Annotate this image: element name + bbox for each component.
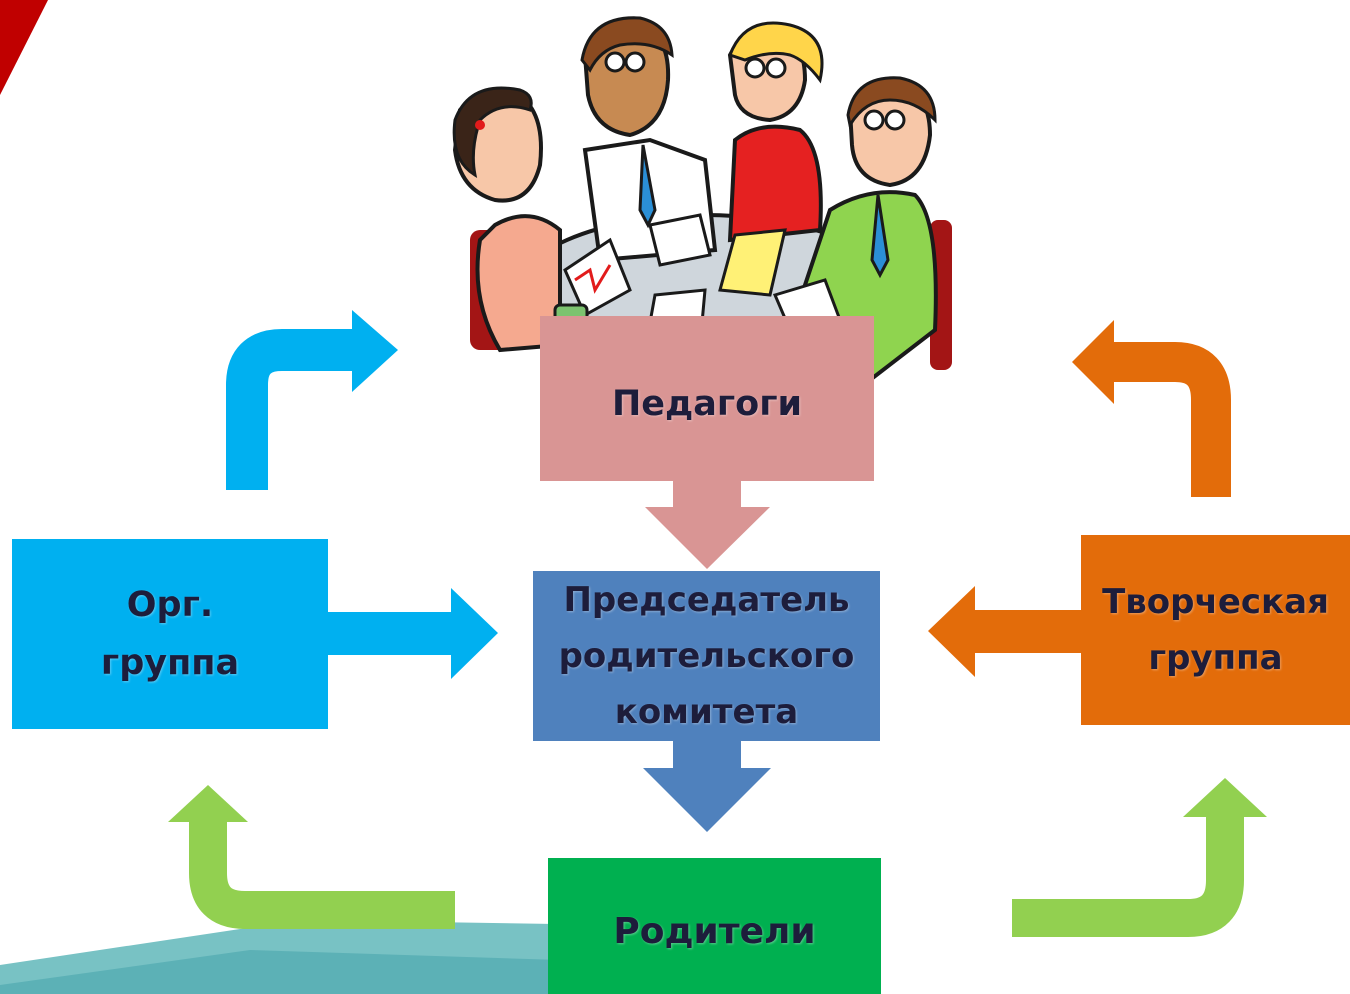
green-right-bent-arrow	[1012, 778, 1267, 937]
green-left-bent-arrow	[168, 785, 455, 929]
org-box-bg	[12, 539, 328, 729]
node-chair: Председатель родительского комитета	[533, 571, 880, 741]
orange-bent-arrow	[1072, 320, 1231, 497]
chair-box-bg	[533, 571, 880, 741]
creative-box-bg	[1081, 535, 1350, 725]
node-creative-line-1: Творческая	[1102, 582, 1329, 622]
node-chair-line-3: комитета	[614, 692, 799, 732]
creative-left-arrow	[928, 586, 1081, 677]
node-org-line-1: Орг.	[126, 585, 214, 625]
parents-box-bg	[548, 858, 881, 994]
node-chair-line-2: родительского	[558, 636, 855, 676]
teachers-down-arrow	[645, 481, 770, 569]
org-right-arrow	[328, 588, 498, 679]
node-parents-label: Родители	[613, 910, 816, 952]
node-org-group: Орг. группа	[12, 539, 328, 729]
node-parents: Родители	[548, 858, 881, 994]
node-org-line-2: группа	[100, 643, 240, 683]
node-teachers: Педагоги	[540, 316, 874, 481]
node-creative-group: Творческая группа	[1081, 535, 1350, 725]
blue-bent-arrow	[226, 310, 398, 490]
node-teachers-label: Педагоги	[611, 383, 803, 424]
node-creative-line-2: группа	[1148, 638, 1283, 678]
node-chair-line-1: Председатель	[563, 580, 850, 620]
chair-down-arrow	[643, 741, 771, 832]
corner-red-triangle	[0, 0, 48, 95]
teachers-box-bg	[540, 316, 874, 481]
